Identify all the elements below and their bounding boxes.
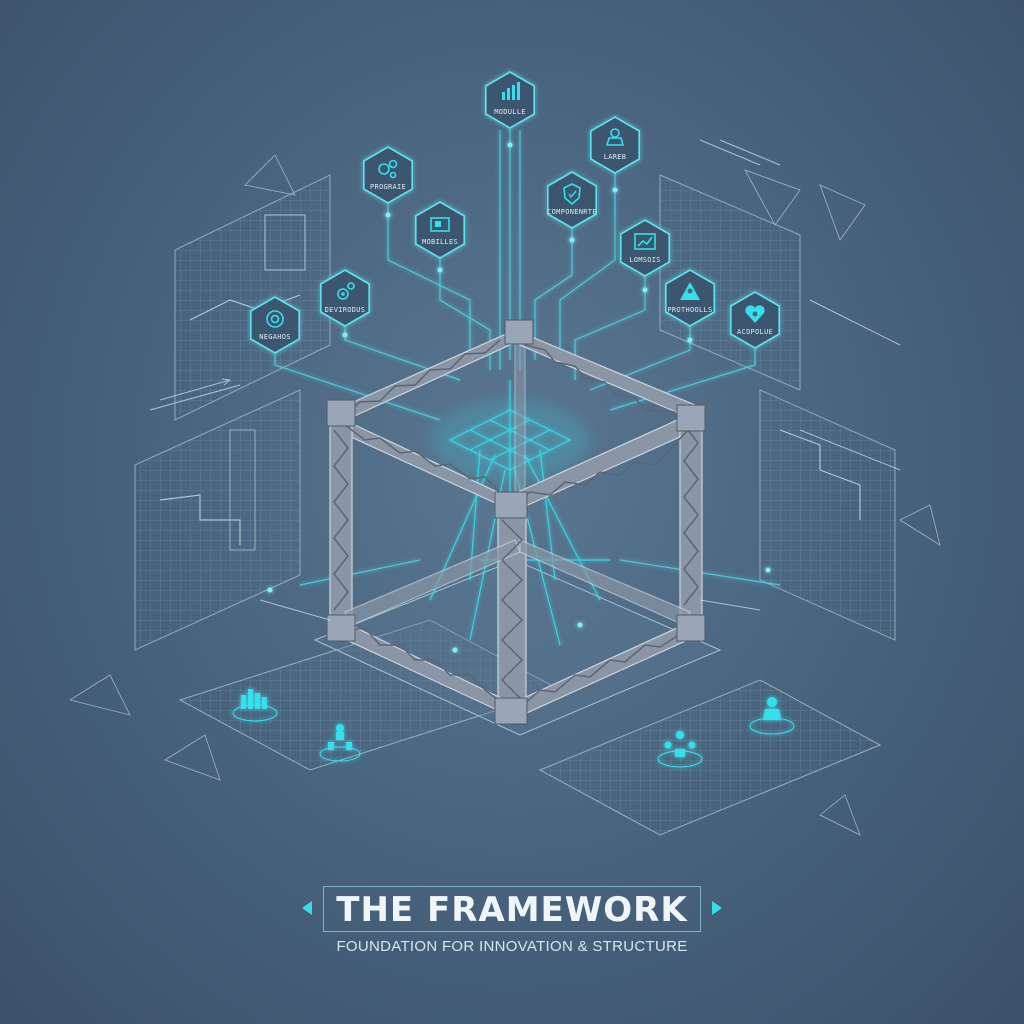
subtitle: FOUNDATION FOR INNOVATION & STRUCTURE bbox=[336, 938, 688, 955]
hexagon-frame bbox=[362, 146, 414, 204]
hex-node-componenrte: COMPONENRTE bbox=[546, 171, 598, 229]
gear-cluster-icon bbox=[337, 282, 355, 300]
main-title: THE FRAMEWORK bbox=[336, 890, 688, 930]
hex-node-label: MODULLE bbox=[494, 108, 526, 116]
hex-node-mobilles: MOBILLES bbox=[414, 201, 466, 259]
hex-node-negahos: NEGAHOS bbox=[250, 296, 301, 354]
hex-node-label: COMPONENRTE bbox=[547, 208, 597, 216]
triangle-left-icon bbox=[302, 901, 313, 915]
person-icon bbox=[749, 697, 795, 735]
bar-chart-icon bbox=[232, 689, 278, 722]
background-panels bbox=[68, 139, 941, 836]
gears-icon bbox=[378, 159, 398, 179]
node-dots bbox=[267, 142, 771, 653]
truss-cube bbox=[326, 319, 706, 725]
heart-people-icon bbox=[745, 305, 765, 323]
hex-node-modulle: MODULLE bbox=[484, 71, 536, 129]
hierarchy-icon bbox=[657, 731, 703, 768]
hex-node-label: NEGAHOS bbox=[259, 333, 291, 341]
growth-chart-icon bbox=[634, 233, 656, 250]
floor-icons bbox=[232, 689, 795, 768]
hex-node-label: DEVIRODUS bbox=[325, 306, 366, 314]
panel-right bbox=[759, 389, 896, 641]
hexagon-frame bbox=[414, 201, 466, 259]
hex-node-label: PROTHOOLLS bbox=[667, 306, 712, 314]
hex-node-label: MOBILLES bbox=[422, 238, 458, 246]
person-network-icon bbox=[605, 128, 625, 146]
post-right bbox=[679, 407, 703, 633]
triangle-right-icon bbox=[711, 901, 722, 915]
bar-chart-icon bbox=[502, 82, 520, 100]
hex-node-label: PROGRAIE bbox=[370, 183, 406, 191]
hex-node-prothoolls: PROTHOOLLS bbox=[664, 269, 716, 327]
folder-icon bbox=[430, 217, 450, 232]
hex-node-prograie: PROGRAIE bbox=[362, 146, 414, 204]
hexagon-frame bbox=[250, 296, 301, 354]
hexagon-frame bbox=[546, 171, 598, 229]
title-frame: THE FRAMEWORK bbox=[302, 886, 722, 932]
floating-arrows bbox=[159, 139, 901, 621]
org-chart-icon bbox=[319, 724, 361, 762]
hexagon-frame bbox=[619, 219, 671, 277]
hex-node-lareb: LAREB bbox=[589, 116, 641, 174]
shield-icon bbox=[563, 183, 581, 206]
title-area: THE FRAMEWORK FOUNDATION FOR INNOVATION … bbox=[0, 886, 1024, 955]
hex-node-acopolue: ACOPOLUE bbox=[729, 291, 781, 349]
hex-node-devirodus: DEVIRODUS bbox=[319, 269, 371, 327]
network-gear-icon bbox=[266, 310, 284, 328]
hex-node-label: ACOPOLUE bbox=[737, 328, 773, 336]
floor-grid-right bbox=[538, 679, 882, 836]
hex-node-label: LOMSOIS bbox=[629, 256, 661, 264]
panel-top-left bbox=[174, 174, 331, 421]
people-group-icon bbox=[680, 282, 700, 300]
hex-node-lomsois: LOMSOIS bbox=[619, 219, 671, 277]
hex-node-label: LAREB bbox=[604, 153, 627, 161]
hex-node-layer: MODULLE LAREB PROGRAIE COMPONENRTE MOBILLES L… bbox=[250, 71, 781, 354]
